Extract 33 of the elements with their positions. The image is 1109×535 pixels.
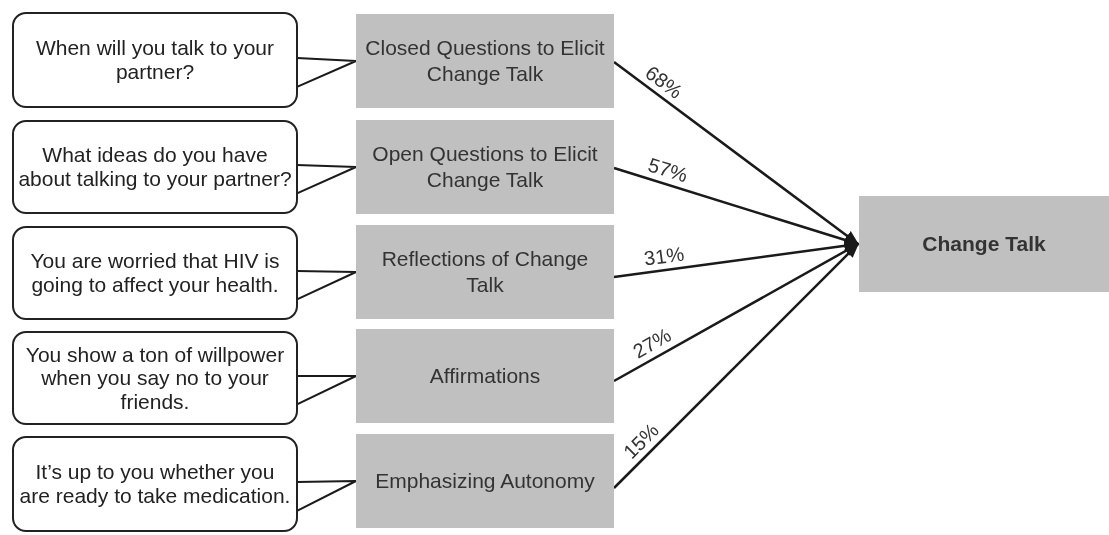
node-text: What ideas do you have about talking to your partner? xyxy=(18,143,292,191)
node-text: You are worried that HIV is going to affect your health. xyxy=(29,249,281,297)
node-text: Reflections of Change Talk xyxy=(380,245,590,298)
arrow xyxy=(613,242,860,489)
edge-label: 68% xyxy=(642,61,687,102)
edge-label: 57% xyxy=(645,154,690,186)
edge-label: 31% xyxy=(642,243,685,269)
node-text: Closed Questions to Elicit Change Talk xyxy=(364,34,606,87)
node-text: Change Talk xyxy=(922,231,1046,258)
outcome-box xyxy=(859,196,1109,292)
speech-bubble-tail xyxy=(296,375,357,406)
speech-bubble xyxy=(12,331,298,425)
node-text: Emphasizing Autonomy xyxy=(375,467,595,494)
strategy-box xyxy=(356,329,614,423)
node-text: Open Questions to Elicit Change Talk xyxy=(371,140,599,193)
strategy-box xyxy=(356,225,614,319)
edge-label: 27% xyxy=(630,324,675,362)
strategy-box xyxy=(356,120,614,214)
strategy-box xyxy=(356,434,614,528)
arrow xyxy=(613,61,860,245)
speech-bubble-tail xyxy=(296,164,357,195)
node-text: When will you talk to your partner? xyxy=(34,36,276,84)
speech-bubble xyxy=(12,12,298,108)
speech-bubble-tail xyxy=(296,480,357,512)
speech-bubble-tail xyxy=(296,57,357,88)
node-text: You show a ton of willpower when you say no to your friends. xyxy=(24,342,286,414)
speech-bubble xyxy=(12,436,298,532)
node-text: It’s up to you whether you are ready to take medication. xyxy=(18,460,292,508)
node-text: Affirmations xyxy=(429,362,541,389)
strategy-box xyxy=(356,14,614,108)
speech-bubble-tail xyxy=(296,270,357,301)
speech-bubble xyxy=(12,120,298,214)
speech-bubble xyxy=(12,226,298,320)
